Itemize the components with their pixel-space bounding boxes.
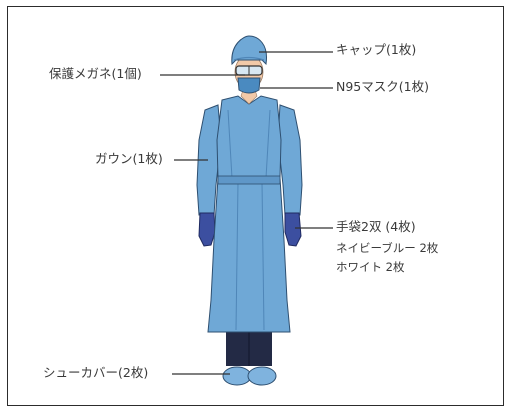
label-shoe-covers: シューカバー(2枚) [43, 367, 148, 380]
label-cap: キャップ(1枚) [336, 44, 416, 57]
n95-mask [238, 78, 260, 93]
label-gloves-white: ホワイト 2枚 [336, 262, 404, 274]
right-glove [285, 213, 301, 246]
left-glove [199, 213, 215, 246]
label-gloves: 手袋2双 (4枚) [336, 221, 416, 234]
label-gloves-navy: ネイビーブルー 2枚 [336, 243, 438, 255]
left-shoe-cover [223, 367, 251, 385]
label-gown: ガウン(1枚) [95, 153, 163, 166]
gown-belt [218, 176, 280, 184]
gown-body [208, 96, 290, 332]
label-goggles: 保護メガネ(1個) [49, 68, 142, 81]
right-shoe-cover [248, 367, 276, 385]
label-mask: N95マスク(1枚) [336, 81, 429, 94]
